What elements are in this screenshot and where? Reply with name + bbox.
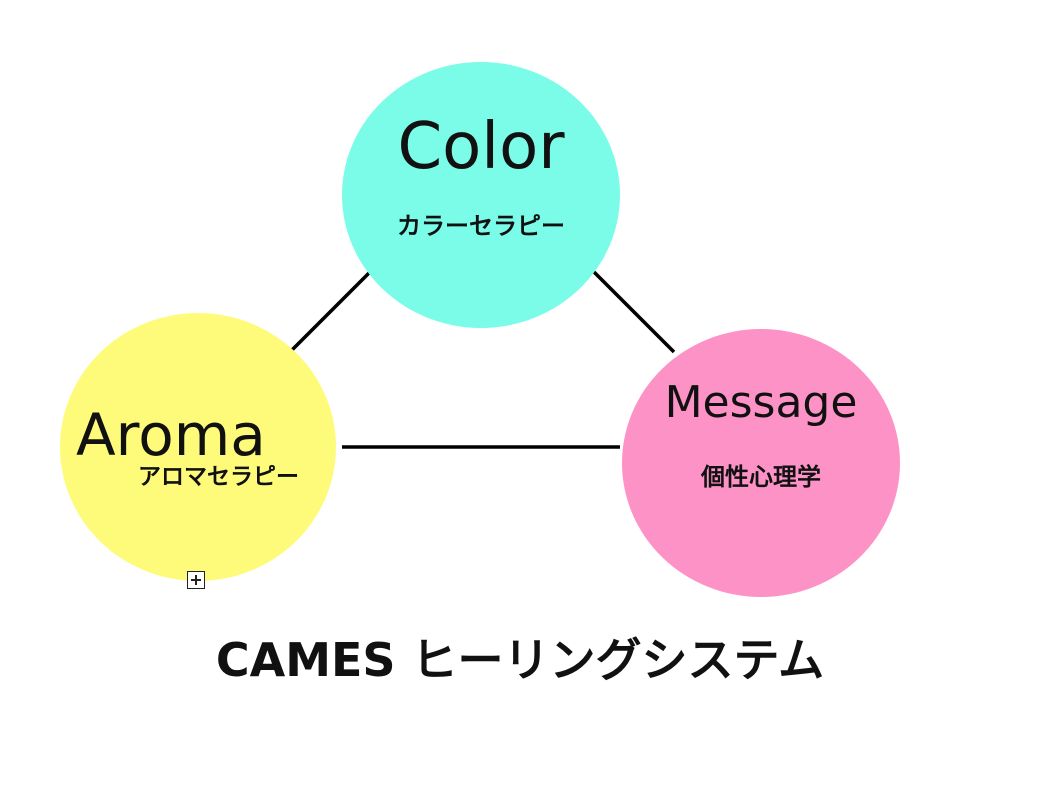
message-node: Message 個性心理学 — [622, 329, 900, 597]
edge-color-aroma — [290, 270, 372, 352]
message-node-subtitle: 個性心理学 — [701, 463, 821, 491]
color-node-title: Color — [397, 110, 565, 184]
color-node-subtitle: カラーセラピー — [397, 212, 565, 240]
color-node: Color カラーセラピー — [342, 62, 620, 328]
plus-box-icon[interactable] — [187, 571, 205, 589]
diagram-caption: CAMES ヒーリングシステム — [215, 633, 825, 687]
message-node-title: Message — [664, 377, 858, 428]
edge-color-message — [590, 268, 676, 354]
aroma-node: Aroma アロマセラピー — [60, 313, 336, 581]
aroma-node-title: Aroma — [76, 401, 266, 469]
aroma-node-subtitle: アロマセラピー — [138, 464, 299, 490]
